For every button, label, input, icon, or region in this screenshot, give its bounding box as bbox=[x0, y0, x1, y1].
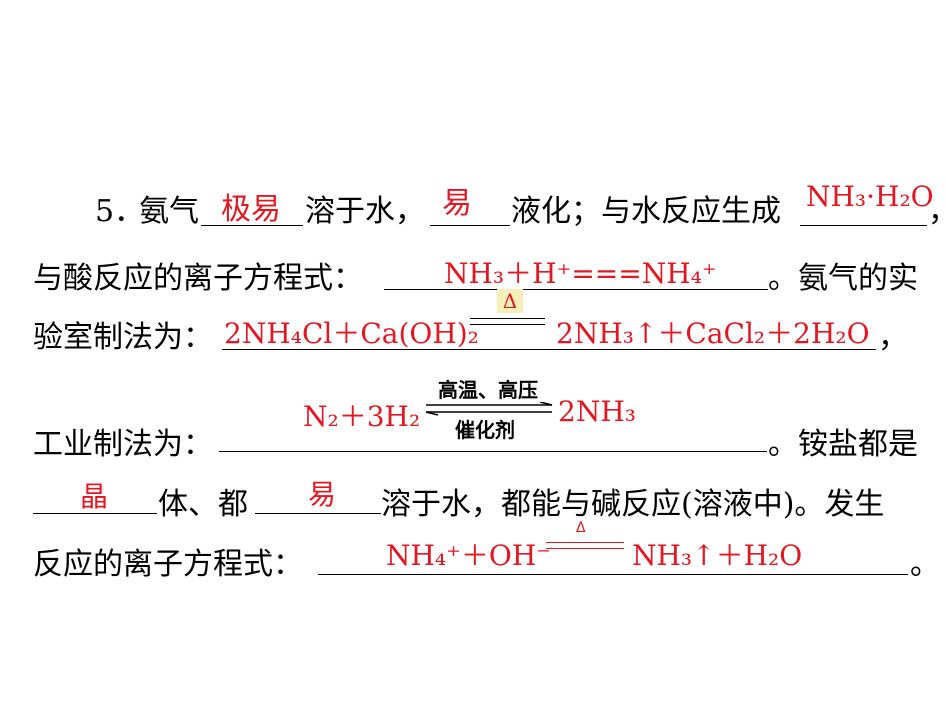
answer-liquefaction: 易 bbox=[442, 186, 472, 221]
base-ionic-condition-delta: Δ bbox=[576, 520, 586, 536]
ionic-eq-label: 反应的离子方程式： bbox=[33, 547, 303, 582]
reversible-arrow-icon bbox=[425, 402, 553, 416]
ammonia-label: 氨气 bbox=[139, 194, 199, 229]
blank-hydrate bbox=[800, 225, 927, 226]
answer-base-ionic-right: NH₃↑＋H₂O bbox=[632, 539, 803, 572]
dissolve-in-water-text: 溶于水， bbox=[305, 194, 425, 229]
industrial-condition-bottom: 催化剂 bbox=[455, 418, 515, 442]
comma-end-1: ， bbox=[928, 186, 945, 230]
answer-industrial-left: N₂＋3H₂ bbox=[303, 400, 421, 433]
body-char-text: 体、都 bbox=[158, 487, 248, 522]
blank-crystal bbox=[33, 513, 157, 514]
blank-lab-method bbox=[222, 349, 876, 350]
lab-method-label: 验室制法为： bbox=[33, 320, 213, 355]
blank-liquefaction bbox=[430, 225, 510, 226]
answer-crystal: 晶 bbox=[80, 480, 109, 513]
ammonium-salts-text: 。铵盐都是 bbox=[768, 427, 918, 462]
blank-salt-solubility bbox=[255, 513, 381, 514]
answer-salt-solubility: 易 bbox=[308, 478, 337, 511]
base-equal-line-bottom bbox=[546, 548, 624, 549]
answer-lab-left: 2NH₄Cl＋Ca(OH)₂ bbox=[224, 317, 479, 350]
lab-equal-line-bottom bbox=[470, 324, 545, 325]
dissolve-react-text: 溶于水，都能与碱反应(溶液中)。发生 bbox=[381, 487, 885, 522]
answer-industrial-right: 2NH₃ bbox=[558, 395, 636, 428]
question-number: 5． bbox=[95, 194, 145, 229]
acid-reaction-label: 与酸反应的离子方程式： bbox=[33, 261, 363, 296]
blank-solubility bbox=[201, 225, 303, 226]
industrial-condition-top: 高温、高压 bbox=[438, 378, 538, 402]
comma-end-3: ， bbox=[878, 320, 908, 355]
liquefy-text: 液化；与水反应生成 bbox=[511, 194, 781, 229]
industrial-method-label: 工业制法为： bbox=[33, 427, 213, 462]
blank-acid-ionic bbox=[384, 289, 768, 290]
answer-base-ionic-left: NH₄⁺＋OH⁻ bbox=[386, 539, 552, 572]
answer-lab-right: 2NH₃↑＋CaCl₂＋2H₂O bbox=[556, 317, 870, 350]
blank-industrial bbox=[219, 451, 767, 452]
base-equal-line-top bbox=[546, 542, 624, 543]
answer-acid-ionic: NH₃＋H⁺===NH₄⁺ bbox=[444, 257, 717, 290]
ammonia-lab-text: 。氨气的实 bbox=[768, 261, 918, 296]
period-end: 。 bbox=[910, 547, 940, 582]
answer-hydrate: NH₃·H₂O bbox=[806, 180, 934, 213]
answer-solubility: 极易 bbox=[221, 192, 281, 227]
lab-equal-line-top bbox=[470, 318, 545, 319]
blank-base-ionic bbox=[318, 574, 908, 575]
lab-condition-delta: Δ bbox=[497, 289, 523, 313]
